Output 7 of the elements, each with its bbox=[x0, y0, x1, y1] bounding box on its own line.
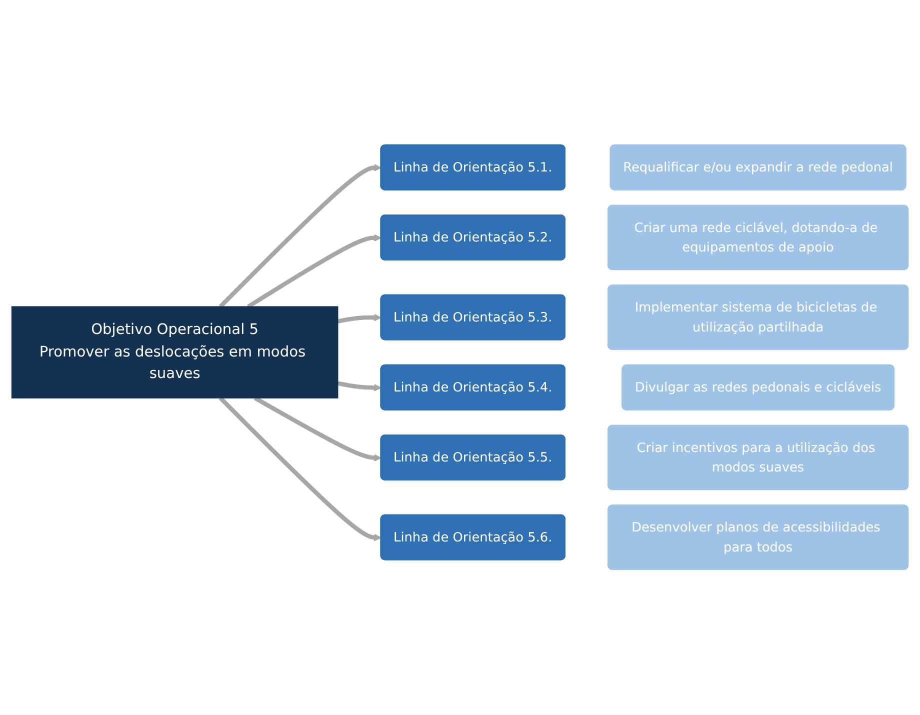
arrow bbox=[247, 234, 382, 309]
node-box: Objetivo Operacional 5 Promover as deslocações em modos suaves bbox=[11, 306, 338, 399]
arrow bbox=[337, 382, 382, 392]
arrow bbox=[254, 396, 382, 462]
arrow bbox=[337, 314, 382, 324]
arrow bbox=[218, 396, 382, 542]
arrow bbox=[218, 164, 382, 309]
